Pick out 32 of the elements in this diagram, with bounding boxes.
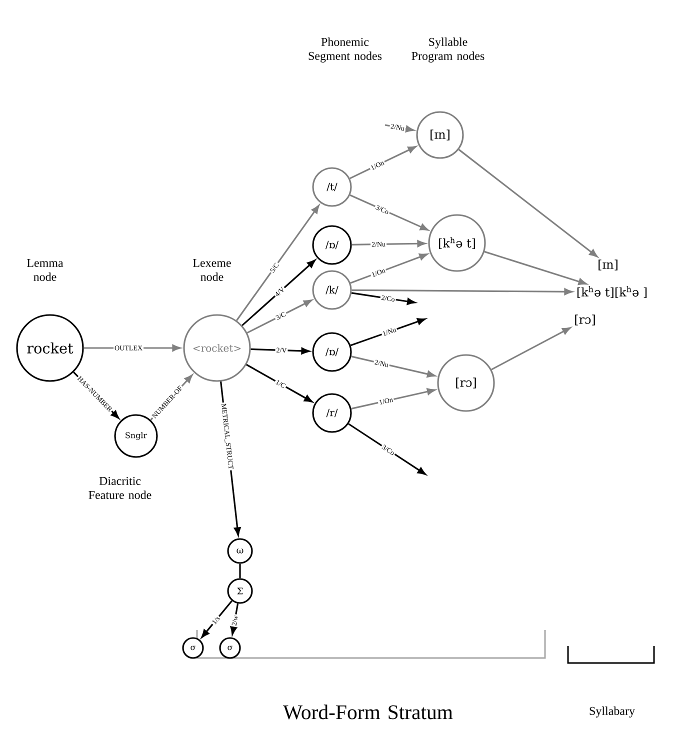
arrow bbox=[201, 600, 232, 638]
column-heading: Phonemic Segment nodes bbox=[308, 38, 382, 62]
arrow bbox=[491, 327, 571, 370]
arrow bbox=[250, 348, 310, 354]
arrow bbox=[236, 205, 320, 321]
arrow bbox=[230, 603, 239, 635]
arrow bbox=[350, 253, 428, 284]
arrow bbox=[351, 356, 436, 378]
arrow bbox=[352, 288, 573, 296]
node-caption: Lemma node bbox=[27, 259, 64, 281]
arrow bbox=[246, 300, 312, 334]
node-caption: Lexeme node bbox=[193, 259, 231, 281]
arrow bbox=[350, 146, 416, 180]
syllable-text: [rɔ] bbox=[573, 314, 597, 326]
arrow bbox=[458, 148, 598, 258]
connector-line bbox=[239, 564, 241, 578]
arrow bbox=[246, 364, 313, 402]
syllable-text: [k$^{h}$ə t][k$^{h}$ə ] bbox=[575, 285, 649, 299]
syllable-text: [ɪn] bbox=[596, 258, 620, 272]
stratum-label: Syllabary bbox=[590, 706, 635, 718]
node-caption: Diacritic Feature node bbox=[88, 476, 152, 500]
arrow bbox=[242, 260, 316, 326]
arrow bbox=[384, 124, 414, 132]
column-heading: Syllable Program nodes bbox=[412, 38, 484, 62]
arrow bbox=[351, 292, 416, 305]
arrow bbox=[350, 194, 428, 231]
arrow bbox=[484, 250, 587, 286]
arrow bbox=[348, 423, 426, 475]
stratum-label: Word-Form Stratum bbox=[283, 704, 453, 720]
arrow bbox=[352, 240, 426, 248]
arrow bbox=[350, 318, 426, 346]
arrow bbox=[351, 388, 436, 410]
